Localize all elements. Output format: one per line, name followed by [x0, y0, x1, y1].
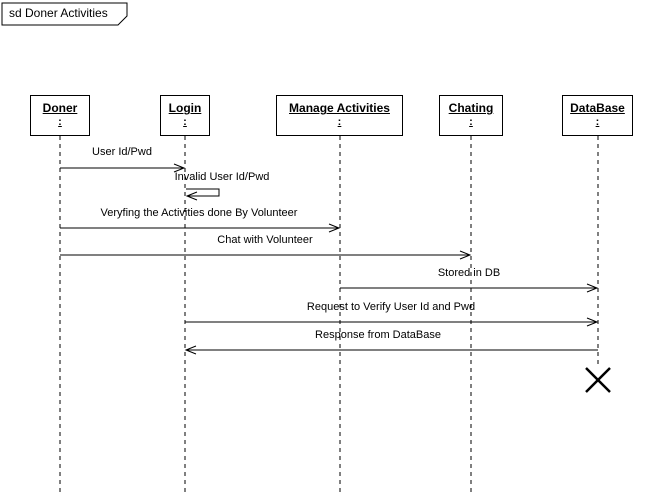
participant-manage-activities: Manage Activities :	[276, 95, 403, 136]
participant-selector: :	[58, 116, 62, 129]
participant-name: Chating	[448, 101, 494, 116]
arrowhead-right-icon	[173, 163, 186, 173]
message-label: User Id/Pwd	[92, 146, 152, 158]
message-line-invalid-user-id-pwd	[186, 188, 220, 197]
participant-database: DataBase :	[562, 95, 633, 136]
message-label: Invalid User Id/Pwd	[174, 171, 270, 183]
participant-selector: :	[595, 116, 600, 129]
message-label: Veryfing the Activities done By Voluntee…	[100, 207, 298, 219]
participant-name: DataBase	[570, 101, 625, 116]
participant-name: Login	[168, 101, 202, 116]
destruction-x-icon	[585, 367, 611, 393]
message-label: Stored in DB	[437, 267, 501, 279]
message-label: Chat with Volunteer	[217, 234, 313, 246]
arrowhead-left-icon	[184, 345, 197, 355]
arrowhead-left-icon	[185, 191, 198, 201]
participant-selector: :	[183, 116, 187, 129]
participant-doner: Doner :	[30, 95, 90, 136]
participant-name: Doner	[42, 101, 78, 116]
participant-selector: :	[337, 116, 342, 129]
participant-login: Login :	[160, 95, 210, 136]
participant-name: Manage Activities	[289, 101, 390, 116]
arrowhead-right-icon	[459, 250, 472, 260]
frame-title: sd Doner Activities	[9, 6, 108, 20]
arrowhead-right-icon	[328, 223, 341, 233]
arrowhead-right-icon	[586, 317, 599, 327]
participant-selector: :	[469, 116, 473, 129]
message-label: Response from DataBase	[315, 329, 441, 341]
participant-chating: Chating :	[439, 95, 503, 136]
frame-tab-shape	[1, 2, 128, 26]
message-label: Request to Verify User Id and Pwd	[306, 301, 476, 313]
arrowhead-right-icon	[586, 283, 599, 293]
